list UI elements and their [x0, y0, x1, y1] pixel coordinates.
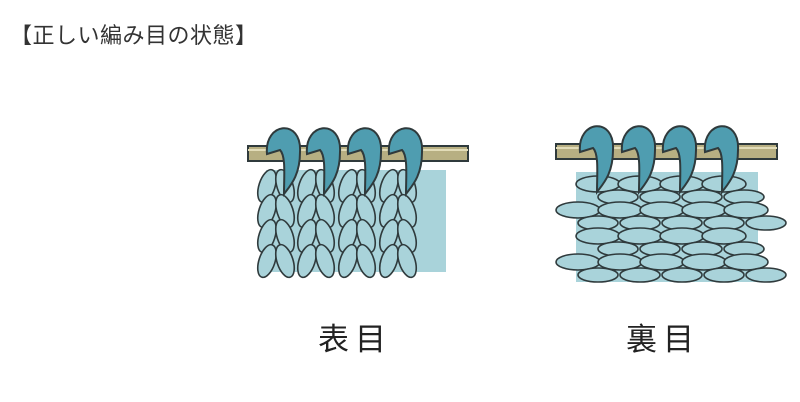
knit-v-leg — [256, 243, 278, 279]
stitch-loop-icon — [620, 125, 657, 195]
purl-bump — [745, 267, 787, 283]
knit-v-leg — [355, 243, 377, 279]
purl-bump — [745, 215, 787, 231]
purl-bump — [661, 267, 703, 283]
purl-bump — [619, 267, 661, 283]
purl-bump — [577, 267, 619, 283]
knit-v-leg — [274, 243, 296, 279]
knit-v-leg — [296, 243, 318, 279]
purl-bump — [701, 227, 747, 245]
stitch-loop-icon — [578, 125, 615, 195]
knit-v-leg — [396, 243, 418, 279]
knit-stitch-label: 表目 — [318, 322, 392, 358]
stitch-loop-icon — [265, 127, 302, 197]
stitch-loop-icon — [305, 127, 342, 197]
stitch-loop-icon — [661, 125, 698, 195]
purl-bump — [723, 201, 769, 219]
stitch-loop-icon — [387, 127, 424, 197]
knit-v-leg — [337, 243, 359, 279]
stitch-loop-icon — [703, 125, 740, 195]
purl-bump — [723, 253, 769, 271]
purl-bump — [703, 267, 745, 283]
purl-stitch-label: 裏目 — [626, 322, 700, 358]
stitch-loop-icon — [346, 127, 383, 197]
knit-v-leg — [314, 243, 336, 279]
section-title: 【正しい編み目の状態】 — [10, 24, 258, 49]
knit-v-leg — [378, 243, 400, 279]
